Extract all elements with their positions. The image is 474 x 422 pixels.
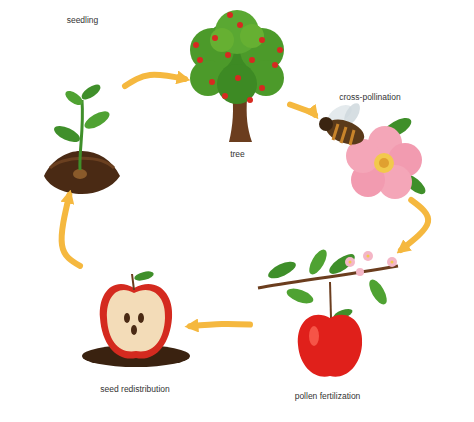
stage-label: cross-pollination — [339, 92, 400, 103]
tree-illustration — [190, 10, 284, 142]
stage-node: seedling — [40, 15, 125, 195]
cycle-arrow — [290, 105, 315, 115]
stage-node: cross-pollination — [315, 92, 425, 200]
flower-and-bee-illustration — [319, 101, 429, 199]
cycle-arrow — [62, 195, 80, 266]
apple-half-illustration — [82, 270, 190, 367]
stage-node: pollen fertilization — [250, 250, 405, 402]
stage-label: pollen fertilization — [295, 391, 361, 402]
stage-label: seedling — [67, 15, 99, 26]
branch-and-apple-illustration — [258, 247, 398, 377]
stage-label: seed redistribution — [100, 384, 169, 395]
stage-node: seed redistribution — [80, 265, 190, 395]
stage-node: tree — [185, 10, 290, 160]
cycle-arrow — [125, 75, 185, 86]
cycle-arrow — [190, 324, 250, 326]
stage-label: tree — [230, 149, 245, 160]
cycle-arrow — [401, 200, 428, 250]
seedling-illustration — [44, 82, 120, 194]
